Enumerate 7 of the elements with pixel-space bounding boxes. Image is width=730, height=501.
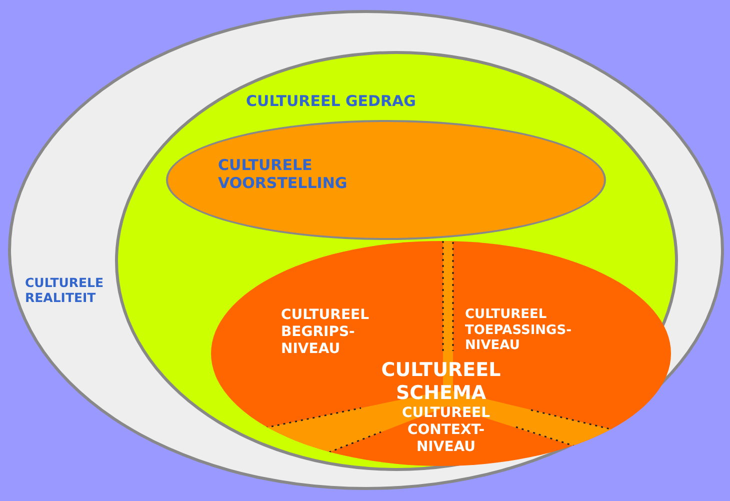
region-label: CULTURELE VOORSTELLING [218, 156, 348, 192]
region-label: CULTUREEL TOEPASSINGS- NIVEAU [465, 307, 572, 354]
region-label: CULTUREEL BEGRIPS- NIVEAU [281, 307, 370, 358]
region-label: CULTURELE REALITEIT [25, 275, 105, 305]
region-label: CULTUREEL GEDRAG [246, 92, 417, 110]
region-label: CULTUREEL CONTEXT- NIVEAU [401, 405, 491, 456]
region-label: CULTUREEL SCHEMA [380, 359, 502, 405]
